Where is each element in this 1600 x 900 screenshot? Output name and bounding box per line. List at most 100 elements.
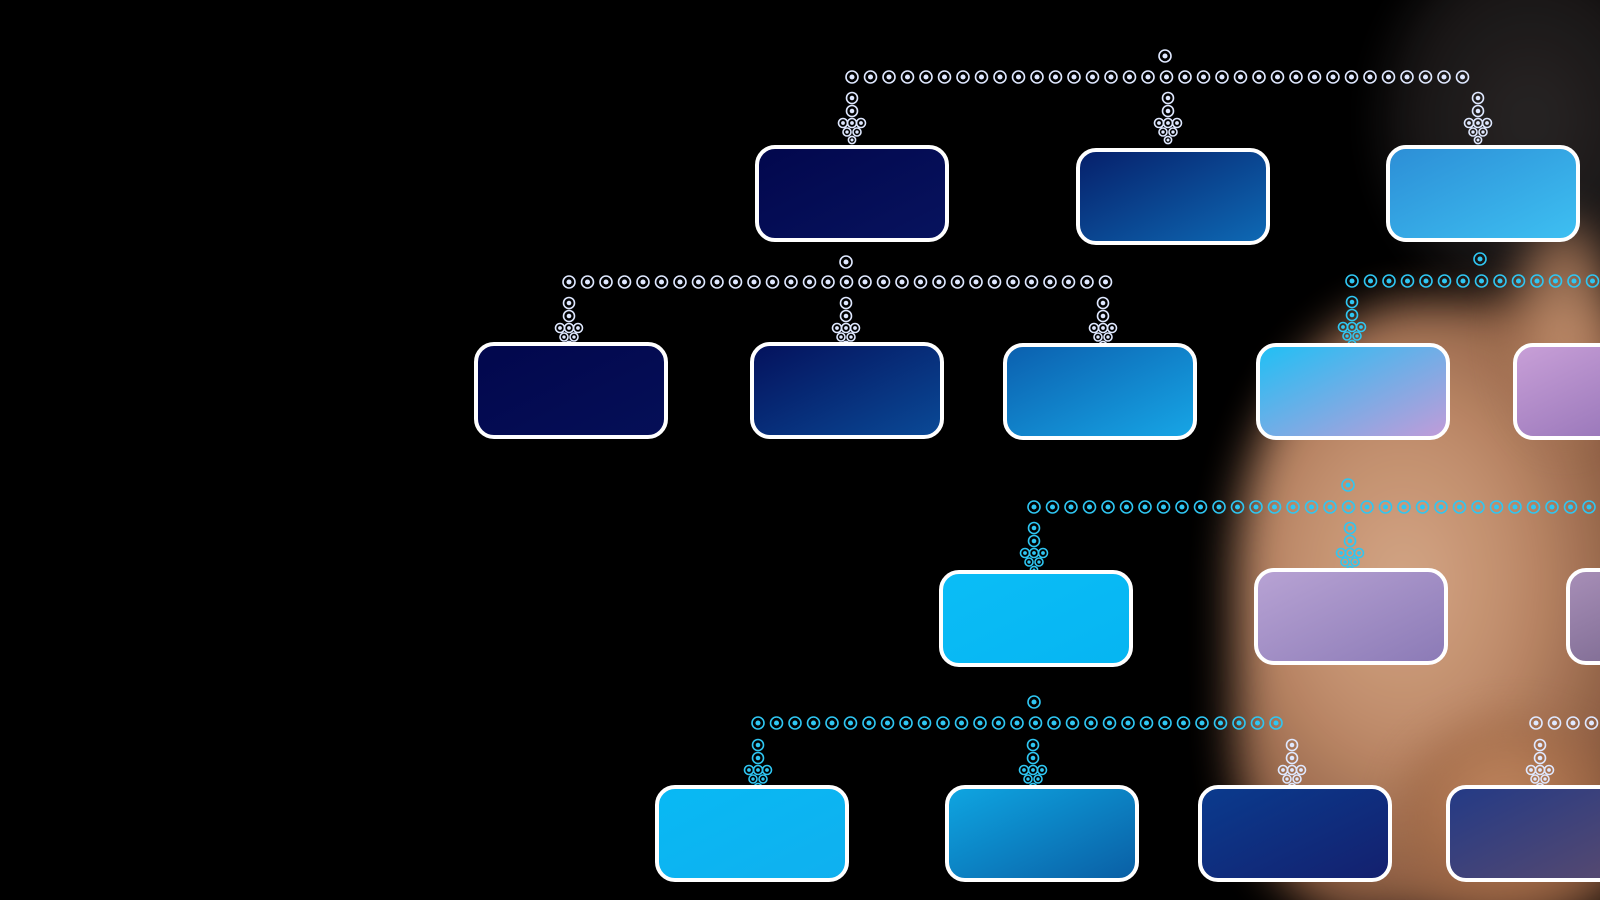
ring-dot-icon (1547, 716, 1562, 730)
ring-dot-core-icon (1543, 777, 1547, 781)
ring-dot-core-icon (1359, 325, 1363, 329)
ring-dot-icon (1307, 70, 1322, 84)
ring-dot-core-icon (847, 720, 854, 726)
ring-dot-icon (969, 275, 983, 289)
ring-dot-core-icon (1475, 504, 1481, 510)
ring-dot-icon (1530, 274, 1544, 288)
ring-dot-icon (1161, 104, 1175, 118)
ring-dot-core-icon (1341, 325, 1345, 329)
ring-dot-icon (1102, 716, 1117, 730)
ring-dot-core-icon (1166, 121, 1170, 125)
ring-dot-core-icon (903, 720, 909, 726)
ring-dot-core-icon (1530, 504, 1537, 510)
ring-dot-core-icon (1348, 551, 1352, 555)
ring-dot-icon (1082, 500, 1097, 514)
ring-dot-icon (1343, 534, 1357, 548)
ring-dot-icon (845, 104, 859, 118)
ring-dot-icon (1473, 252, 1487, 266)
ring-dot-core-icon (1014, 720, 1020, 726)
ring-dot-core-icon (1030, 742, 1036, 748)
ring-dot-core-icon (960, 74, 966, 80)
ring-dot-core-icon (1589, 278, 1596, 284)
ring-dot-core-icon (997, 74, 1003, 80)
ring-dot-core-icon (1529, 768, 1533, 772)
ring-dot-core-icon (1092, 326, 1096, 330)
ring-dot-core-icon (806, 279, 813, 285)
ring-dot-icon (1471, 91, 1485, 105)
ring-dot-core-icon (1084, 279, 1090, 285)
ring-dot-core-icon (1197, 504, 1204, 510)
ring-dot-icon (617, 275, 632, 289)
ring-dot-icon (1267, 500, 1282, 514)
ring-dot-core-icon (677, 279, 683, 285)
ring-dot-icon (1382, 274, 1396, 288)
ring-dot-core-icon (1475, 95, 1481, 101)
ring-dot-core-icon (1199, 720, 1205, 726)
ring-dot-core-icon (1026, 777, 1030, 781)
ring-dot-core-icon (1533, 720, 1539, 726)
ring-dot-core-icon (991, 279, 998, 285)
ring-dot-icon (784, 275, 798, 289)
ring-dot-icon (839, 255, 853, 269)
ring-dot-core-icon (558, 326, 562, 330)
ring-dot-icon (1138, 500, 1152, 514)
ring-dot-core-icon (940, 720, 946, 726)
ring-dot-icon (1096, 296, 1110, 310)
ring-dot-icon (956, 70, 970, 84)
ring-dot-icon (937, 70, 952, 84)
ring-dot-core-icon (756, 768, 760, 772)
ring-dot-core-icon (1367, 278, 1374, 284)
ring-dot-icon (919, 70, 933, 84)
ring-dot-core-icon (695, 279, 702, 285)
ring-dot-icon (973, 716, 987, 730)
ring-dot-core-icon (773, 720, 780, 726)
ring-dot-icon (806, 716, 821, 730)
chart-box-r3-b (1254, 568, 1448, 665)
ring-dot-icon (562, 309, 576, 323)
ring-dot-icon (913, 275, 928, 289)
ring-dot-core-icon (1350, 325, 1354, 329)
ring-dot-core-icon (1102, 279, 1109, 285)
ring-dot-icon (845, 91, 859, 105)
ring-dot-icon (932, 275, 946, 289)
ring-dot-icon (751, 738, 765, 752)
ring-dot-core-icon (1179, 504, 1185, 510)
ring-dot-icon (849, 322, 861, 334)
ring-dot-icon (1027, 500, 1041, 514)
ring-dot-icon (599, 275, 613, 289)
ring-dot-core-icon (1345, 504, 1352, 510)
ring-dot-core-icon (1142, 504, 1148, 510)
ring-dot-icon (1036, 764, 1048, 776)
ring-dot-core-icon (1273, 720, 1279, 726)
ring-dot-core-icon (1165, 95, 1171, 101)
ring-dot-core-icon (1157, 121, 1161, 125)
ring-dot-core-icon (1459, 74, 1466, 80)
ring-dot-icon (1418, 70, 1433, 84)
ring-dot-icon (1345, 274, 1359, 288)
ring-dot-icon (1543, 764, 1555, 776)
ring-dot-core-icon (1031, 504, 1037, 510)
ring-dot-icon (855, 117, 867, 129)
ring-dot-core-icon (1290, 768, 1294, 772)
ring-dot-icon (1212, 500, 1226, 514)
ring-dot-icon (1533, 738, 1547, 752)
ring-dot-icon (1345, 295, 1359, 309)
ring-dot-icon (1567, 274, 1581, 288)
ring-dot-core-icon (755, 720, 761, 726)
ring-dot-icon (802, 275, 817, 289)
ring-dot-core-icon (1031, 538, 1037, 544)
ring-dot-icon (1232, 716, 1246, 730)
ring-dot-core-icon (1476, 121, 1480, 125)
ring-dot-icon (899, 716, 913, 730)
ring-dot-icon (1028, 716, 1043, 730)
ring-dot-core-icon (1441, 278, 1448, 284)
chart-box-r2-e (1513, 343, 1600, 440)
ring-dot-core-icon (1162, 53, 1168, 59)
ring-dot-core-icon (1534, 278, 1540, 284)
ring-dot-icon (1178, 70, 1192, 84)
ring-dot-icon (1563, 500, 1578, 514)
ring-dot-core-icon (1588, 720, 1595, 726)
ring-dot-core-icon (1353, 560, 1357, 564)
ring-dot-core-icon (747, 768, 751, 772)
ring-dot-icon (876, 275, 891, 289)
